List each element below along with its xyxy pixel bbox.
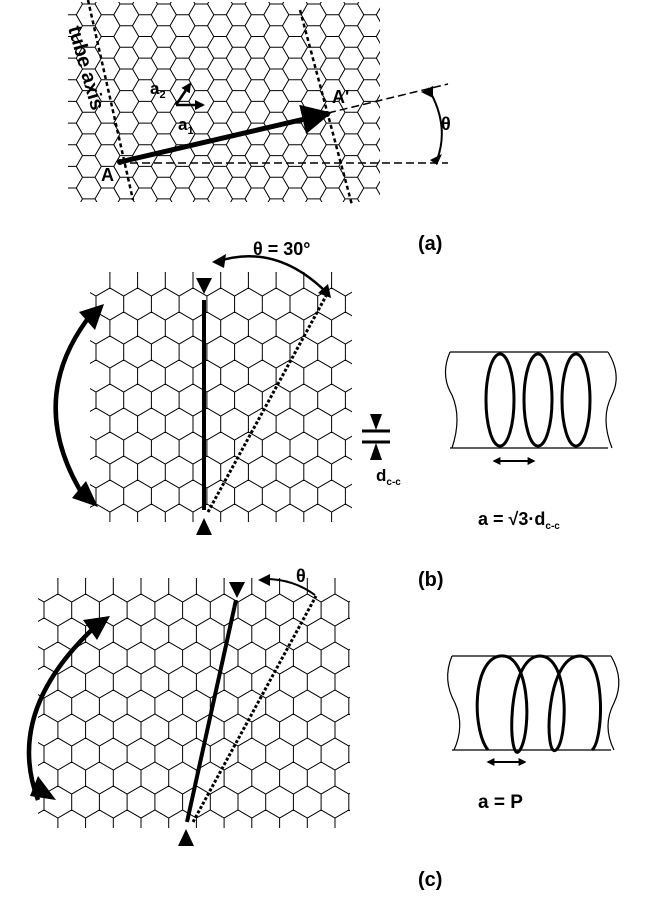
caption-c: (c) xyxy=(418,869,442,891)
hexagon-grid xyxy=(68,2,380,202)
formula-b: a = √3·dc-c xyxy=(478,509,560,532)
dcc-arrow-up xyxy=(370,443,382,460)
theta-arc-b xyxy=(215,255,327,293)
rolling-arrow-c xyxy=(26,622,100,801)
helix-path xyxy=(475,654,602,754)
rolling-arrow-b-head-bottom xyxy=(72,481,98,507)
formula-c: a = P xyxy=(478,792,523,813)
theta-30-label: θ = 30° xyxy=(253,239,310,259)
panel-c: θ a = P (c) xyxy=(26,566,620,891)
theta-label-a: θ xyxy=(441,114,451,134)
rolling-arrow-c-head-bottom xyxy=(30,776,56,800)
hexagon-lattice-c xyxy=(38,578,350,828)
ring-2 xyxy=(522,352,554,448)
theta-arc-b-head-right xyxy=(318,284,331,298)
chiral-vector-arrow xyxy=(119,104,332,165)
caption-a: (a) xyxy=(418,233,442,255)
tube-illustration-b xyxy=(444,351,617,465)
hexagon-lattice-b xyxy=(90,272,352,522)
tube-illustration-c xyxy=(447,654,620,766)
theta-arc-c-head xyxy=(258,574,270,586)
point-A-label: A xyxy=(101,165,114,185)
panel-b: θ = 30° dc-c a = √3·dc-c (b) xyxy=(53,239,617,591)
panel-a: tube axis A A' a2 a1 θ (a) xyxy=(63,0,451,255)
tube-axis-line-parallel xyxy=(298,9,354,206)
ring-1 xyxy=(484,352,516,448)
hexagon-lattice-a xyxy=(68,2,380,202)
chiral-dashed-line-c xyxy=(191,595,318,823)
chiral-axis-line-c xyxy=(185,599,238,823)
tube-axis-line xyxy=(86,0,135,201)
chiral-dashed-line-b xyxy=(206,295,328,513)
theta-arrowhead-bottom xyxy=(430,154,442,165)
point-A-dot xyxy=(117,159,123,165)
rolling-arrow-b xyxy=(53,310,95,502)
theta-arc-b-head-left xyxy=(212,254,226,268)
top-triangle-marker-b xyxy=(196,278,212,294)
rolling-arrow-c-head-top xyxy=(83,616,110,640)
caption-b: (b) xyxy=(418,569,444,591)
top-triangle-marker-c xyxy=(229,582,245,598)
basis-vector-a2 xyxy=(174,82,192,106)
ring-3 xyxy=(560,352,592,448)
theta-arrowhead-top xyxy=(421,86,433,98)
dcc-arrow-down xyxy=(370,414,382,430)
dcc-label: dc-c xyxy=(376,466,401,488)
hexagon-grid xyxy=(90,272,352,522)
rolling-arrow-b-head-top xyxy=(79,304,104,330)
bottom-triangle-marker-c xyxy=(178,829,194,846)
point-A-prime-dot xyxy=(324,111,330,117)
a1-label: a1 xyxy=(178,115,194,137)
a2-label: a2 xyxy=(150,79,166,101)
theta-label-c: θ xyxy=(296,566,306,586)
hexagon-grid xyxy=(38,578,350,828)
theta-arc-a xyxy=(427,87,443,161)
bottom-triangle-marker-b xyxy=(196,518,212,535)
point-A-prime-label: A' xyxy=(332,87,349,107)
